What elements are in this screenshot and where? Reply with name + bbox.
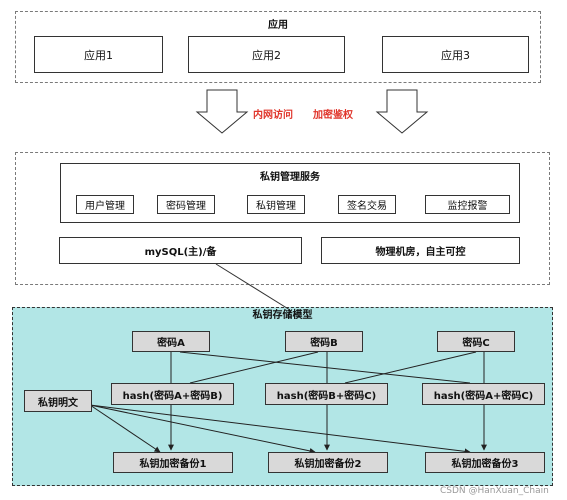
line-a-to-hash3 xyxy=(179,351,471,384)
password-b: 密码B xyxy=(285,331,363,352)
watermark: CSDN @HanXuan_Chain xyxy=(440,486,549,496)
app-box-2: 应用2 xyxy=(188,36,345,73)
password-c: 密码C xyxy=(437,331,515,352)
module-monitor: 监控报警 xyxy=(425,195,510,214)
module-user: 用户管理 xyxy=(76,195,134,214)
backup-2: 私钥加密备份2 xyxy=(268,452,388,473)
line-c-to-hash2 xyxy=(344,351,477,384)
annotation-auth: 加密鉴权 xyxy=(313,110,353,121)
service-section xyxy=(15,152,550,285)
plaintext-key: 私钥明文 xyxy=(24,390,92,412)
backup-1: 私钥加密备份1 xyxy=(113,452,233,473)
line-plain-to-backup1 xyxy=(89,404,161,453)
module-password: 密码管理 xyxy=(157,195,215,214)
line-plain-to-backup3 xyxy=(89,404,471,455)
hash-ac: hash(密码A+密码C) xyxy=(422,383,545,405)
hash-bc: hash(密码B+密码C) xyxy=(265,383,388,405)
down-arrow-right xyxy=(375,89,429,134)
line-b-to-hash1 xyxy=(189,351,319,384)
annotation-access: 内网访问 xyxy=(253,110,293,121)
hash-ab: hash(密码A+密码B) xyxy=(111,383,234,405)
line-plain-to-backup2 xyxy=(89,404,316,454)
backup-3: 私钥加密备份3 xyxy=(425,452,545,473)
password-a: 密码A xyxy=(132,331,210,352)
app-box-3: 应用3 xyxy=(382,36,529,73)
app-section-title: 应用 xyxy=(268,20,288,31)
machine-room-box: 物理机房，自主可控 xyxy=(321,237,520,264)
storage-section-title: 私钥存储模型 xyxy=(252,310,313,321)
app-box-1: 应用1 xyxy=(34,36,163,73)
db-to-storage-line xyxy=(215,263,291,311)
module-sign: 签名交易 xyxy=(338,195,396,214)
db-box: mySQL(主)/备 xyxy=(59,237,302,264)
app-section xyxy=(15,11,541,83)
service-panel-title: 私钥管理服务 xyxy=(260,172,320,183)
module-key: 私钥管理 xyxy=(247,195,305,214)
down-arrow-left xyxy=(195,89,249,134)
